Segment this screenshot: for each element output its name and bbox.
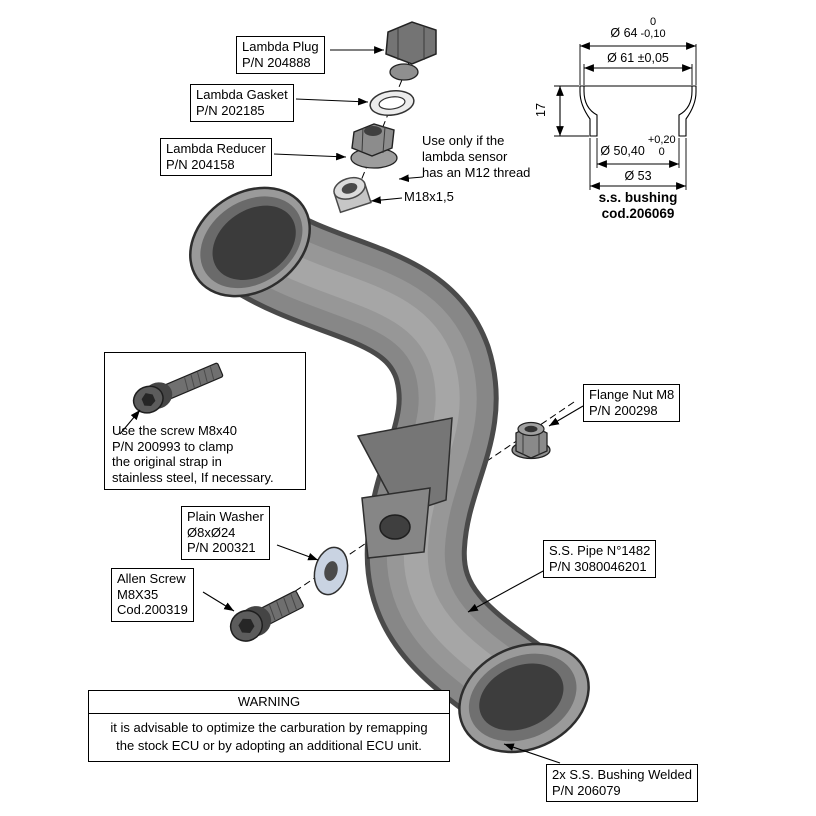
warning-line: it is advisable to optimize the carburat…: [110, 720, 428, 735]
lambda-bung: [333, 176, 372, 214]
mounting-bracket: [356, 417, 453, 559]
bushing-section-drawing: [554, 42, 697, 190]
warning-line: the stock ECU or by adopting an addition…: [116, 737, 422, 753]
note-line: has an M12 thread: [422, 164, 531, 180]
label-line: Lambda Plug: [242, 39, 319, 54]
lambda-plug-part: [385, 21, 437, 81]
lambda-stack-axis-line: [353, 59, 411, 199]
label-line: Plain Washer: [187, 509, 264, 524]
label-bushing-welded: 2x S.S. Bushing Welded P/N 206079: [546, 764, 698, 803]
note-line: Use the screw M8x40: [112, 423, 237, 438]
leader-flange-nut: [548, 405, 584, 427]
note-line: Use only if the: [422, 133, 505, 148]
dim-d64: Ø 64 0 -0,10: [570, 16, 706, 40]
label-line: Ø8xØ24: [187, 524, 236, 540]
label-allen-screw: Allen Screw M8X35 Cod.200319: [111, 568, 194, 622]
label-lambda-gasket: Lambda Gasket P/N 202185: [190, 84, 294, 123]
label-line: Cod.200319: [117, 602, 188, 618]
tol-upper: +0,20: [647, 134, 676, 146]
note-line: lambda sensor: [422, 148, 508, 164]
pipe-outlet-bushing: [458, 642, 590, 754]
lambda-reducer-part: [350, 123, 398, 169]
label-line: Lambda Reducer: [166, 141, 266, 156]
flange-nut-part: [511, 421, 551, 460]
caption-line: s.s. bushing: [598, 190, 678, 205]
leader-lambda-gasket: [295, 97, 369, 106]
caption-line: cod.206069: [601, 206, 675, 222]
dim-value: Ø 50,40: [600, 144, 645, 159]
thread-size-label: M18x1,5: [404, 189, 454, 204]
label-line: Flange Nut M8: [589, 387, 675, 402]
dim-value: Ø 64: [610, 26, 638, 41]
leader-lambda-reducer: [273, 152, 347, 161]
bushing-caption: s.s. bushing cod.206069: [556, 190, 720, 222]
label-lambda-reducer: Lambda Reducer P/N 204158: [160, 138, 272, 177]
label-flange-nut: Flange Nut M8 P/N 200298: [583, 384, 681, 423]
note-box-screw-part: [132, 362, 224, 414]
leader-ss-pipe: [467, 569, 546, 613]
leader-plain-washer: [276, 544, 319, 561]
leader-m18-thread: [370, 196, 403, 204]
label-line: S.S. Pipe N°1482: [549, 543, 651, 558]
screw-note-text: Use the screw M8x40 P/N 200993 to clamp …: [112, 423, 274, 485]
label-ss-pipe: S.S. Pipe N°1482 P/N 3080046201: [543, 540, 657, 579]
leader-note-screw: [119, 409, 141, 435]
allen-screw-part: [229, 590, 304, 642]
note-line: stainless steel, If necessary.: [112, 469, 274, 485]
leader-allen-screw: [202, 591, 235, 612]
label-line: P/N 206079: [552, 782, 621, 798]
label-line: P/N 204888: [242, 54, 311, 70]
label-line: P/N 202185: [196, 102, 265, 118]
m12-usage-note: Use only if the lambda sensor has an M12…: [422, 133, 530, 181]
dim-d5040: Ø 50,40 +0,20 0: [570, 134, 706, 158]
label-line: M8X35: [117, 586, 159, 602]
label-line: P/N 3080046201: [549, 558, 647, 574]
dim-d61: Ø 61 ±0,05: [607, 51, 669, 65]
dim-tolerance: 0 -0,10: [641, 16, 666, 40]
label-line: 2x S.S. Bushing Welded: [552, 767, 692, 782]
dim-d53: Ø 53: [624, 169, 652, 183]
leader-lines: [119, 46, 584, 764]
tol-upper: 0: [649, 16, 657, 28]
note-line: P/N 200993 to clamp: [112, 438, 234, 454]
leader-m12-note: [398, 174, 424, 183]
warning-box: WARNING it is advisable to optimize the …: [88, 690, 450, 763]
tol-lower: 0: [658, 146, 665, 159]
dim-h17: 17: [534, 103, 548, 117]
label-line: P/N 200321: [187, 540, 256, 556]
label-lambda-plug: Lambda Plug P/N 204888: [236, 36, 325, 75]
dim-tolerance: +0,20 0: [648, 134, 676, 158]
leader-bushing-welded: [503, 743, 561, 764]
warning-title: WARNING: [89, 691, 449, 714]
label-line: P/N 200298: [589, 402, 658, 418]
lambda-gasket-part: [369, 89, 415, 117]
pipe-inlet-opening: [189, 186, 311, 298]
label-line: Lambda Gasket: [196, 87, 288, 102]
tol-lower: -0,10: [640, 28, 666, 41]
plain-washer-part: [313, 546, 349, 596]
warning-body: it is advisable to optimize the carburat…: [89, 714, 449, 761]
label-line: P/N 204158: [166, 156, 235, 172]
screw-usage-note-box: Use the screw M8x40 P/N 200993 to clamp …: [104, 352, 306, 490]
label-line: Allen Screw: [117, 571, 186, 586]
note-line: the original strap in: [112, 454, 222, 470]
label-plain-washer: Plain Washer Ø8xØ24 P/N 200321: [181, 506, 270, 560]
